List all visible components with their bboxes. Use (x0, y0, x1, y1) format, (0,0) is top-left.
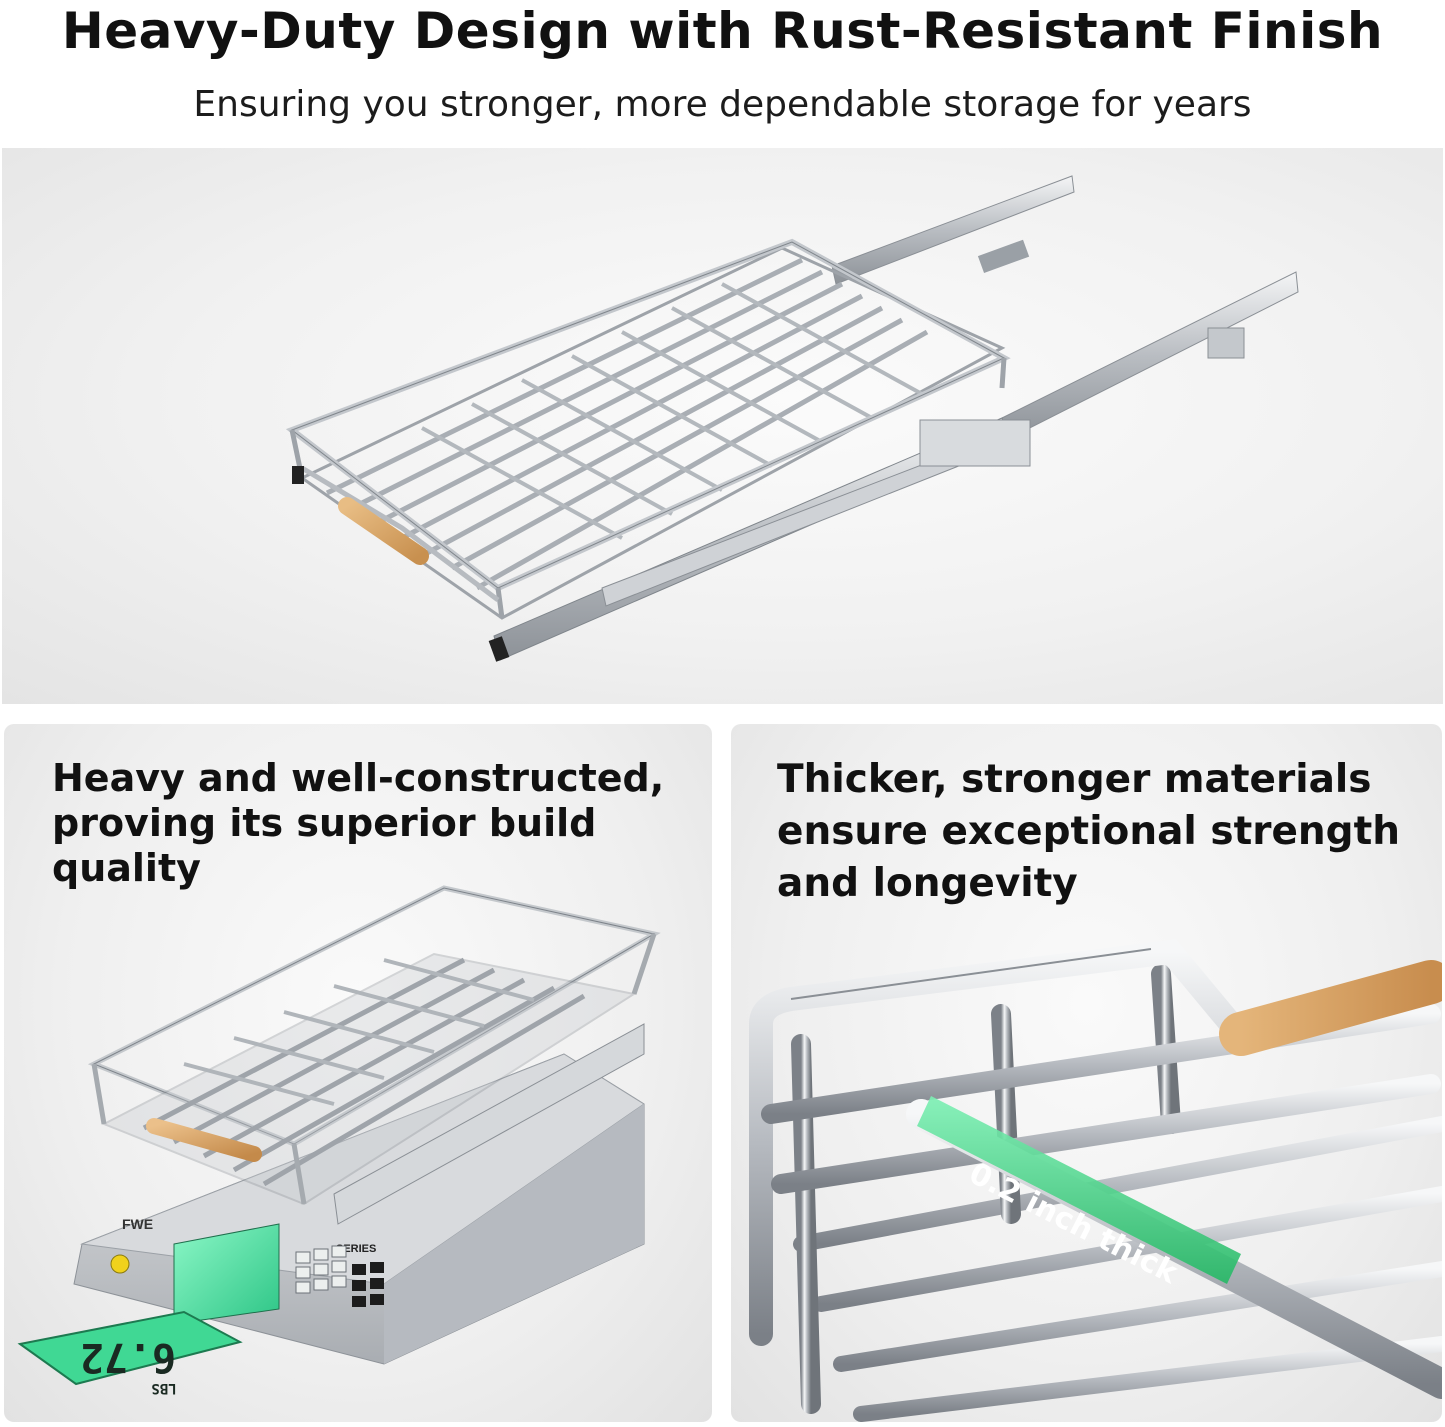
wood-handle (338, 497, 429, 565)
weight-caption: Heavy and well-constructed, proving its … (52, 756, 665, 890)
basket-on-scale-illustration: FWE SERIES 6.72 LBS (17, 885, 661, 1396)
pull-out-basket-illustration (285, 175, 1299, 662)
weight-panel: Heavy and well-constructed, proving its … (4, 724, 712, 1422)
scale-brand: FWE (122, 1216, 153, 1232)
weight-reading: 6.72 (80, 1334, 176, 1380)
wood-handle (1219, 960, 1442, 1056)
thickness-highlight-band (917, 1096, 1241, 1284)
wood-handle (146, 1118, 262, 1162)
hero-product-panel (2, 148, 1443, 704)
thickness-caption: Thicker, stronger materials ensure excep… (777, 757, 1401, 906)
thickness-panel: Thicker, stronger materials ensure excep… (731, 724, 1442, 1422)
wire-closeup-illustration: 0.2 inch thick (749, 939, 1442, 1422)
weight-readout-display (17, 1310, 243, 1386)
weight-unit: LBS (151, 1380, 176, 1396)
page-subtitle: Ensuring you stronger, more dependable s… (193, 84, 1252, 125)
page-title: Heavy-Duty Design with Rust-Resistant Fi… (61, 2, 1384, 60)
